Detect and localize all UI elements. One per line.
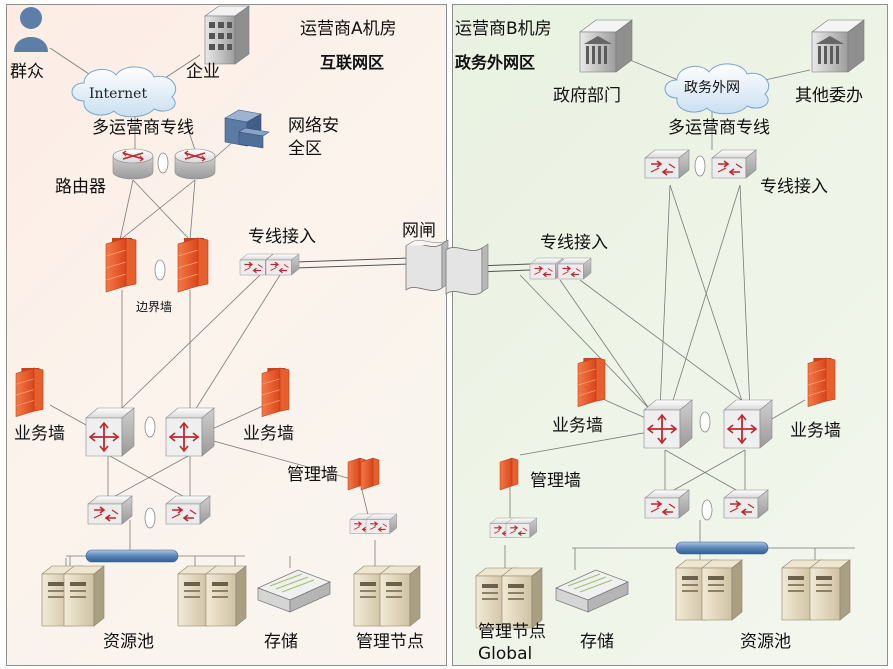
label-router: 路由器 xyxy=(55,177,106,197)
storage-icon xyxy=(555,569,629,613)
switch-icon xyxy=(87,495,133,525)
label-internet: Internet xyxy=(89,86,147,102)
firewall-icon xyxy=(261,367,290,417)
person-icon xyxy=(14,7,48,52)
server-icon xyxy=(379,565,421,627)
network-bus-icon xyxy=(675,541,769,555)
switch-icon xyxy=(711,149,757,179)
label-access-b-mid: 专线接入 xyxy=(540,233,608,253)
server-icon xyxy=(501,567,543,629)
label-enterprise: 企业 xyxy=(186,62,220,82)
firewall-icon xyxy=(807,357,836,407)
router-icon xyxy=(174,148,216,180)
building-icon xyxy=(204,5,250,65)
label-gov-dept: 政府部门 xyxy=(553,86,621,106)
label-biz-fw-a-right: 业务墙 xyxy=(243,424,294,444)
connector-oval xyxy=(694,155,706,177)
storage-icon xyxy=(257,569,331,613)
connector-oval xyxy=(701,499,713,521)
firewall-icon xyxy=(177,237,209,293)
zone-a-title: 运营商A机房 xyxy=(300,19,397,39)
label-storage-b: 存储 xyxy=(580,632,614,652)
label-mgmt-node-a: 管理节点 xyxy=(356,632,424,652)
label-mgmt-node-b-2: Global xyxy=(478,644,532,664)
label-access-a: 专线接入 xyxy=(248,227,316,247)
firewall-icon xyxy=(105,237,137,293)
label-mgmt-node-b-1: 管理节点 xyxy=(478,622,546,642)
switch-icon xyxy=(723,489,769,519)
label-storage-a: 存储 xyxy=(264,632,298,652)
label-access-b-top: 专线接入 xyxy=(760,177,828,197)
firewall-icon xyxy=(577,357,606,407)
switch-icon xyxy=(644,489,690,519)
connector-oval xyxy=(699,411,711,433)
connector-oval xyxy=(144,507,156,529)
label-pool-b: 资源池 xyxy=(740,632,791,652)
connector-oval xyxy=(157,152,169,174)
connector-oval xyxy=(154,259,166,281)
switch-icon xyxy=(165,495,211,525)
firewall-icon xyxy=(360,457,380,491)
core-switch-icon xyxy=(643,399,693,449)
gatekeeper-icon xyxy=(405,239,489,295)
label-biz-fw-b-left: 业务墙 xyxy=(552,416,603,436)
switch-icon xyxy=(644,149,690,179)
label-public: 群众 xyxy=(10,62,44,82)
server-icon xyxy=(205,565,247,627)
label-border-fw: 边界墙 xyxy=(136,300,172,314)
firewall-icon xyxy=(15,367,44,417)
router-icon xyxy=(112,148,154,180)
switch-icon xyxy=(265,253,300,276)
label-security-zone-2: 全区 xyxy=(288,139,322,159)
server-icon xyxy=(63,565,105,627)
label-biz-fw-a-left: 业务墙 xyxy=(14,424,65,444)
security-appliance-icon xyxy=(224,109,270,149)
network-bus-icon xyxy=(85,549,179,563)
core-switch-icon xyxy=(85,407,135,457)
switch-icon xyxy=(365,513,398,535)
firewall-icon xyxy=(499,457,519,491)
label-lines-a: 多运营商专线 xyxy=(92,118,194,138)
label-gov-net: 政务外网 xyxy=(684,80,740,96)
label-biz-fw-b-right: 业务墙 xyxy=(790,421,841,441)
core-switch-icon xyxy=(723,399,773,449)
label-pool-a: 资源池 xyxy=(103,632,154,652)
building-icon xyxy=(811,19,865,73)
switch-icon xyxy=(505,517,538,539)
label-lines-b: 多运营商专线 xyxy=(668,118,770,138)
connector-oval xyxy=(144,416,156,438)
label-mgmt-fw-a: 管理墙 xyxy=(287,465,338,485)
links-zone-a xyxy=(49,47,376,570)
label-mgmt-fw-b: 管理墙 xyxy=(530,471,581,491)
label-gap: 网闸 xyxy=(402,221,436,241)
switch-icon xyxy=(557,257,592,280)
zone-b-title: 运营商B机房 xyxy=(455,19,552,39)
label-security-zone-1: 网络安 xyxy=(288,116,339,136)
core-switch-icon xyxy=(165,407,215,457)
building-icon xyxy=(579,19,633,73)
server-icon xyxy=(701,559,743,621)
zone-a-subtitle: 互联网区 xyxy=(320,53,384,72)
label-other-office: 其他委办 xyxy=(795,86,863,106)
server-icon xyxy=(809,559,851,621)
zone-b-subtitle: 政务外网区 xyxy=(455,53,535,72)
